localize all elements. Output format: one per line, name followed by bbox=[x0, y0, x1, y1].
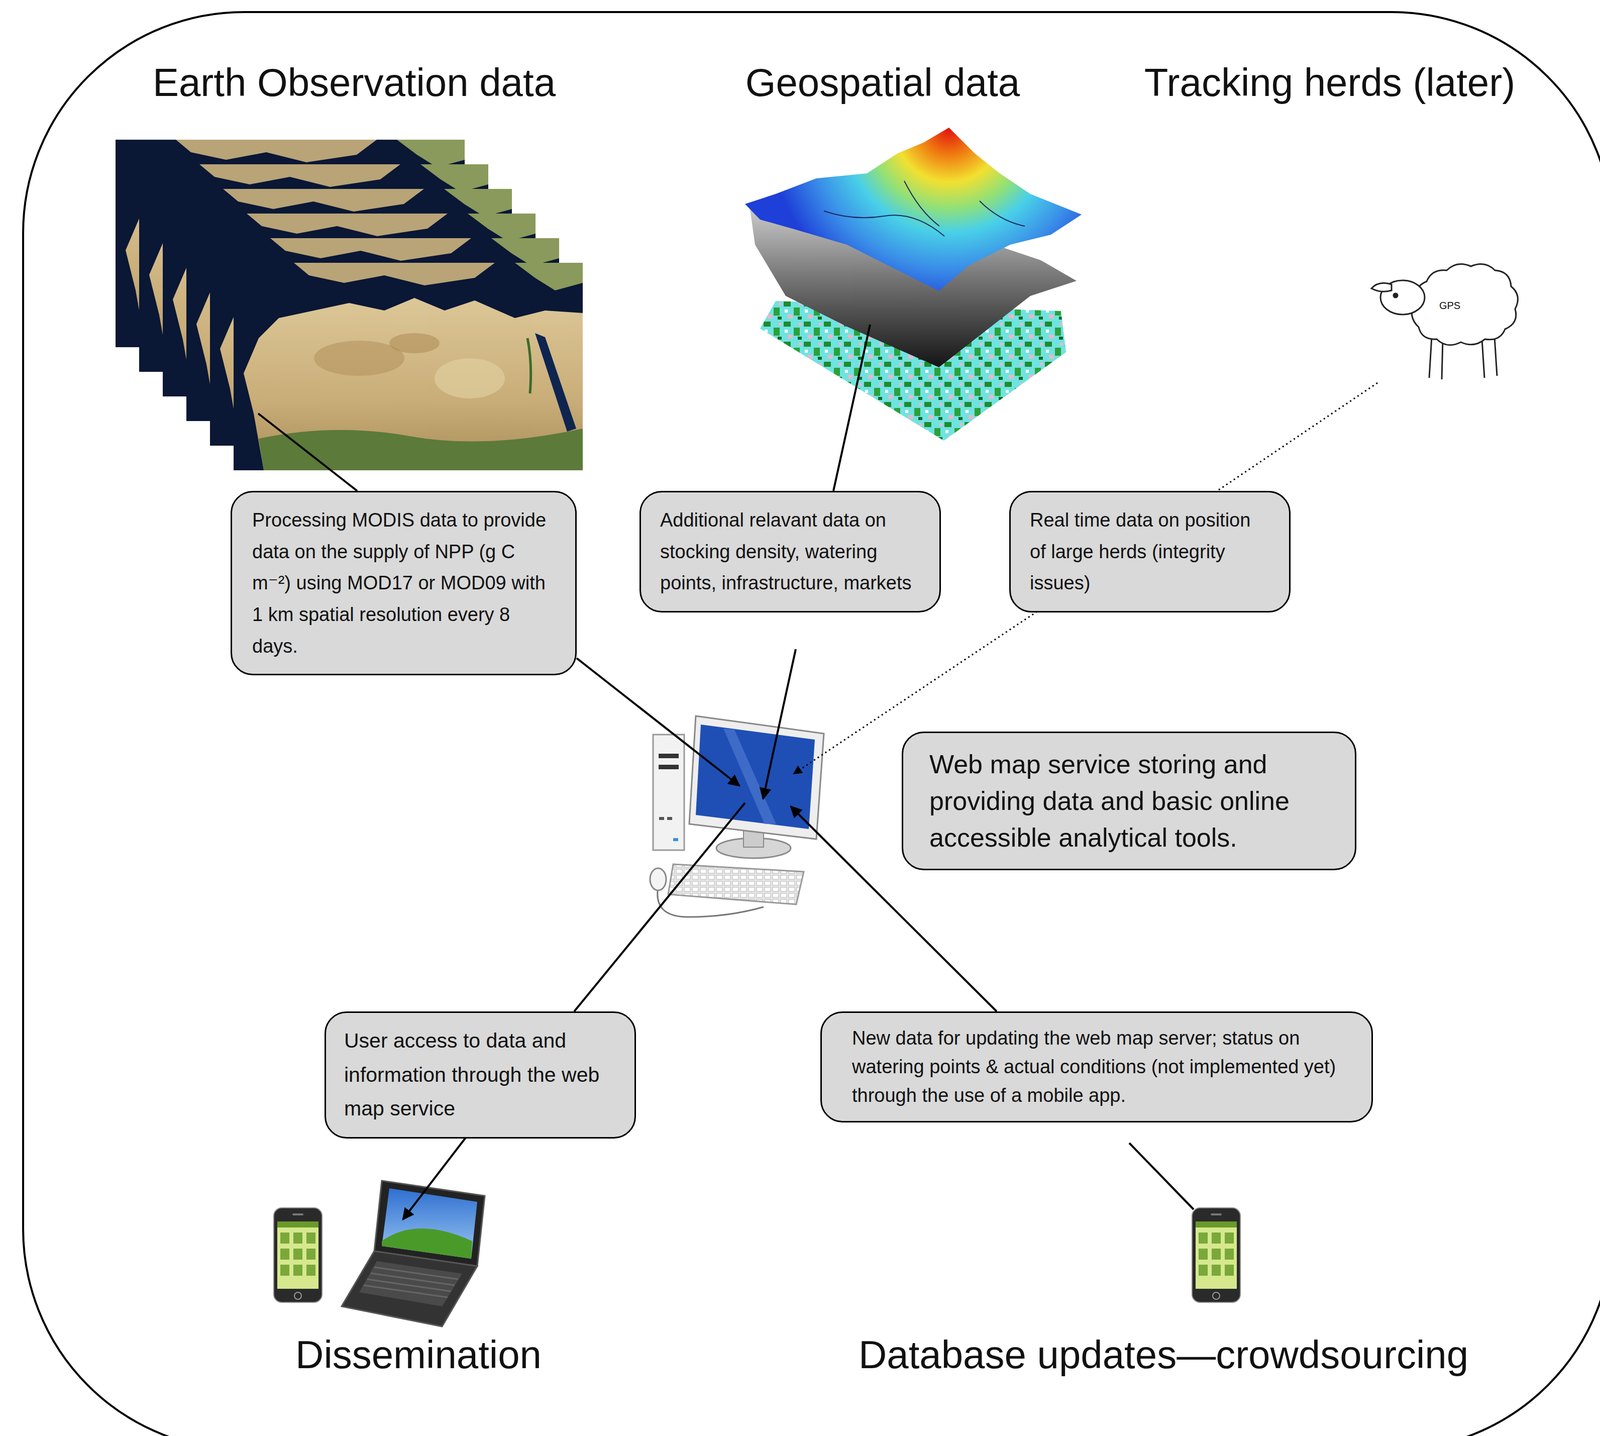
flow-lines-part bbox=[1129, 1142, 1194, 1210]
gps-tag: GPS bbox=[1439, 299, 1461, 312]
laptop-icon-part bbox=[341, 1250, 478, 1327]
box-text: New data for updating the web map server… bbox=[851, 1023, 1342, 1110]
outer-frame bbox=[23, 12, 1600, 1436]
section-heading: Earth Observation data bbox=[152, 59, 556, 107]
sheep-icon-part bbox=[1441, 339, 1443, 380]
sheep-icon-part bbox=[1494, 336, 1498, 376]
section-heading: Tracking herds (later) bbox=[1144, 59, 1516, 107]
geospatial-layers bbox=[744, 127, 1082, 441]
text-box: Real time data on position of large herd… bbox=[1009, 490, 1291, 613]
text-box: Additional relavant data on stocking den… bbox=[639, 490, 941, 613]
flow-lines-part bbox=[402, 1136, 467, 1220]
sheep-icon-part bbox=[1371, 282, 1392, 292]
text-box: New data for updating the web map server… bbox=[820, 1011, 1373, 1123]
text-box: User access to data and information thro… bbox=[324, 1011, 636, 1139]
section-heading: Database updates—crowdsourcing bbox=[858, 1331, 1469, 1379]
computer-icon-part bbox=[658, 753, 679, 759]
computer-icon-part bbox=[659, 816, 665, 820]
flow-lines-part bbox=[576, 658, 740, 786]
computer-icon-part bbox=[668, 864, 804, 905]
section-heading: Geospatial data bbox=[745, 59, 1020, 107]
sheep-icon-part bbox=[1481, 339, 1485, 378]
box-text: Processing MODIS data to provide data on… bbox=[252, 504, 556, 662]
flow-lines bbox=[258, 324, 1378, 1220]
geospatial-layers-part bbox=[744, 127, 1082, 291]
flow-lines-part bbox=[258, 413, 358, 491]
phone-icon-part bbox=[273, 1207, 323, 1303]
flow-lines-part bbox=[763, 649, 796, 799]
geospatial-layers-part bbox=[823, 180, 1025, 237]
phone-icon-part bbox=[1192, 1207, 1241, 1303]
box-text: Real time data on position of large herd… bbox=[1029, 504, 1270, 599]
laptop-icon-part bbox=[359, 1260, 463, 1307]
computer-icon-part bbox=[667, 816, 673, 820]
box-text: Additional relavant data on stocking den… bbox=[660, 504, 921, 599]
phone-icon bbox=[273, 1207, 1241, 1303]
sheep-icon-part bbox=[1393, 293, 1398, 298]
flow-lines-part bbox=[1217, 382, 1378, 491]
sheep-icon bbox=[1371, 264, 1518, 380]
laptop-icon-part bbox=[381, 1188, 478, 1259]
sheep-icon-part bbox=[1411, 264, 1518, 346]
computer-icon-part bbox=[650, 868, 667, 891]
text-box: Web map service storing and providing da… bbox=[901, 731, 1357, 871]
laptop-icon bbox=[341, 1180, 485, 1327]
flow-lines-part bbox=[574, 802, 745, 1012]
laptop-icon-part bbox=[363, 1266, 459, 1298]
computer-icon-part bbox=[673, 837, 679, 841]
computer-icon-part bbox=[658, 764, 679, 770]
box-text: User access to data and information thro… bbox=[344, 1023, 617, 1126]
box-text: Web map service storing and providing da… bbox=[929, 745, 1329, 856]
text-box: Processing MODIS data to provide data on… bbox=[230, 490, 577, 676]
satellite-image-stack-part bbox=[233, 262, 583, 471]
section-heading: Dissemination bbox=[295, 1331, 542, 1379]
satellite-image-stack bbox=[115, 139, 583, 471]
flow-lines-part bbox=[833, 324, 871, 491]
computer-icon-part bbox=[653, 734, 685, 850]
sheep-icon-part bbox=[1429, 336, 1432, 378]
